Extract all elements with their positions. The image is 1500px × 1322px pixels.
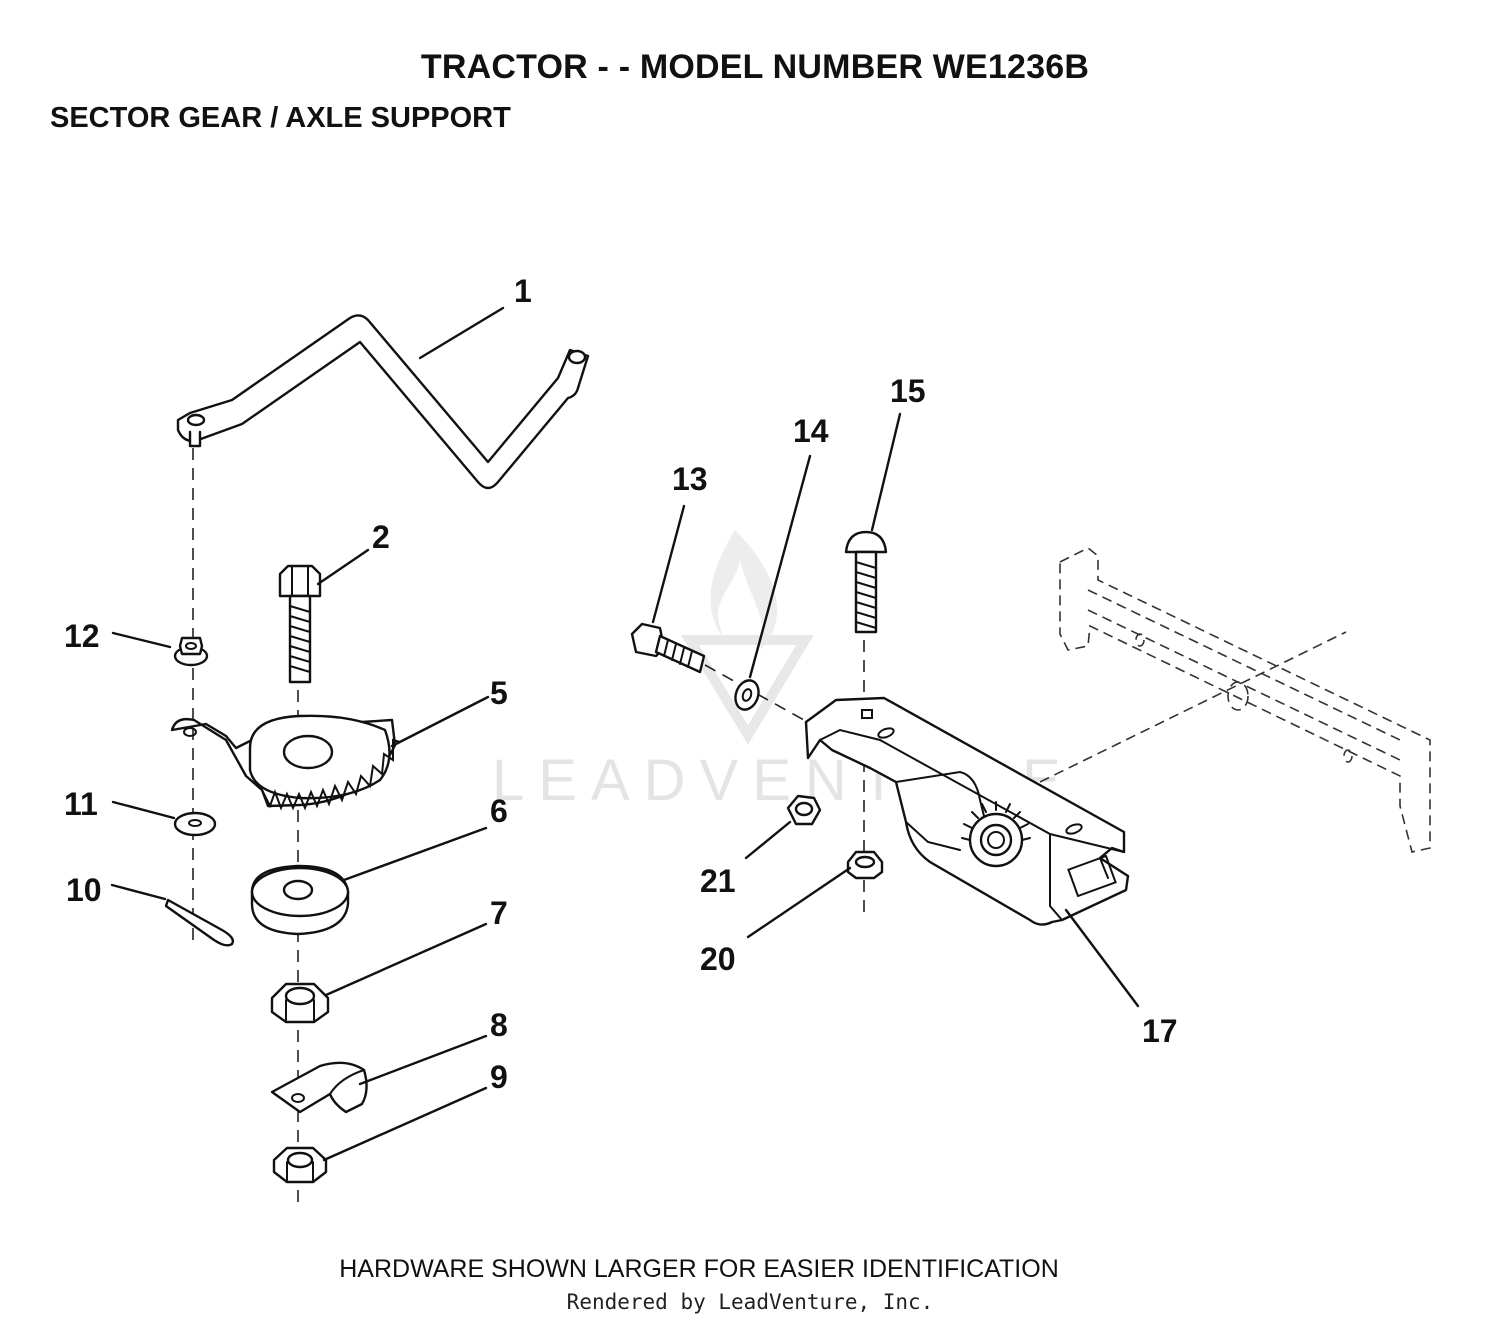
- part-12-flange-nut: [173, 636, 209, 667]
- part-10-cotter-pin: [164, 898, 235, 947]
- leader-8: [358, 1034, 488, 1086]
- leader-20: [746, 866, 852, 939]
- callout-11: 11: [64, 786, 98, 822]
- callout-7: 7: [490, 895, 508, 931]
- callout-14: 14: [793, 413, 829, 449]
- callout-1: 1: [514, 273, 532, 309]
- callout-21: 21: [700, 863, 736, 899]
- hardware-note: HARDWARE SHOWN LARGER FOR EASIER IDENTIF…: [339, 1255, 1059, 1283]
- callout-8: 8: [490, 1007, 508, 1043]
- leader-9: [322, 1086, 488, 1162]
- front-axle-phantom: [1039, 547, 1431, 853]
- part-2-hex-bolt: [278, 564, 322, 684]
- part-13-hex-bolt: [630, 622, 706, 674]
- leader-15: [870, 412, 902, 532]
- part-8-clamp: [270, 1061, 368, 1114]
- leader-2: [316, 548, 370, 586]
- leader-6: [342, 826, 488, 882]
- part-5-sector-gear: [170, 714, 401, 811]
- leader-21: [744, 820, 792, 860]
- part-11-washer: [173, 811, 217, 837]
- part-9-hex-nut: [272, 1146, 328, 1184]
- diagram-title: TRACTOR - - MODEL NUMBER WE1236B: [420, 48, 1090, 86]
- callout-20: 20: [700, 941, 736, 977]
- leader-1: [418, 306, 505, 360]
- leader-5: [390, 695, 490, 748]
- callout-12: 12: [64, 618, 100, 654]
- callout-5: 5: [490, 675, 508, 711]
- part-7-hex-nut: [270, 982, 330, 1024]
- part-21-hex-nut: [786, 794, 822, 826]
- leader-13: [651, 504, 686, 624]
- callout-10: 10: [66, 872, 102, 908]
- callout-17: 17: [1142, 1013, 1178, 1049]
- callout-9: 9: [490, 1059, 508, 1095]
- leader-11: [111, 800, 176, 820]
- leader-7: [324, 922, 488, 997]
- diagram-subtitle: SECTOR GEAR / AXLE SUPPORT: [50, 102, 511, 134]
- leader-12: [111, 631, 172, 649]
- leader-14: [748, 454, 812, 679]
- leader-10: [110, 883, 167, 901]
- callout-15: 15: [890, 373, 926, 409]
- part-15-carriage-bolt: [844, 530, 888, 634]
- part-17-axle-support: [804, 696, 1130, 926]
- leader-17: [1064, 908, 1140, 1008]
- part-6-spacer: [250, 864, 350, 936]
- callout-2: 2: [372, 519, 390, 555]
- render-credit: Rendered by LeadVenture, Inc.: [566, 1290, 934, 1314]
- part-1-drag-link: [176, 314, 590, 490]
- part-20-hex-nut: [846, 850, 884, 880]
- callout-6: 6: [490, 793, 508, 829]
- callout-13: 13: [672, 461, 708, 497]
- part-14-washer: [734, 679, 760, 711]
